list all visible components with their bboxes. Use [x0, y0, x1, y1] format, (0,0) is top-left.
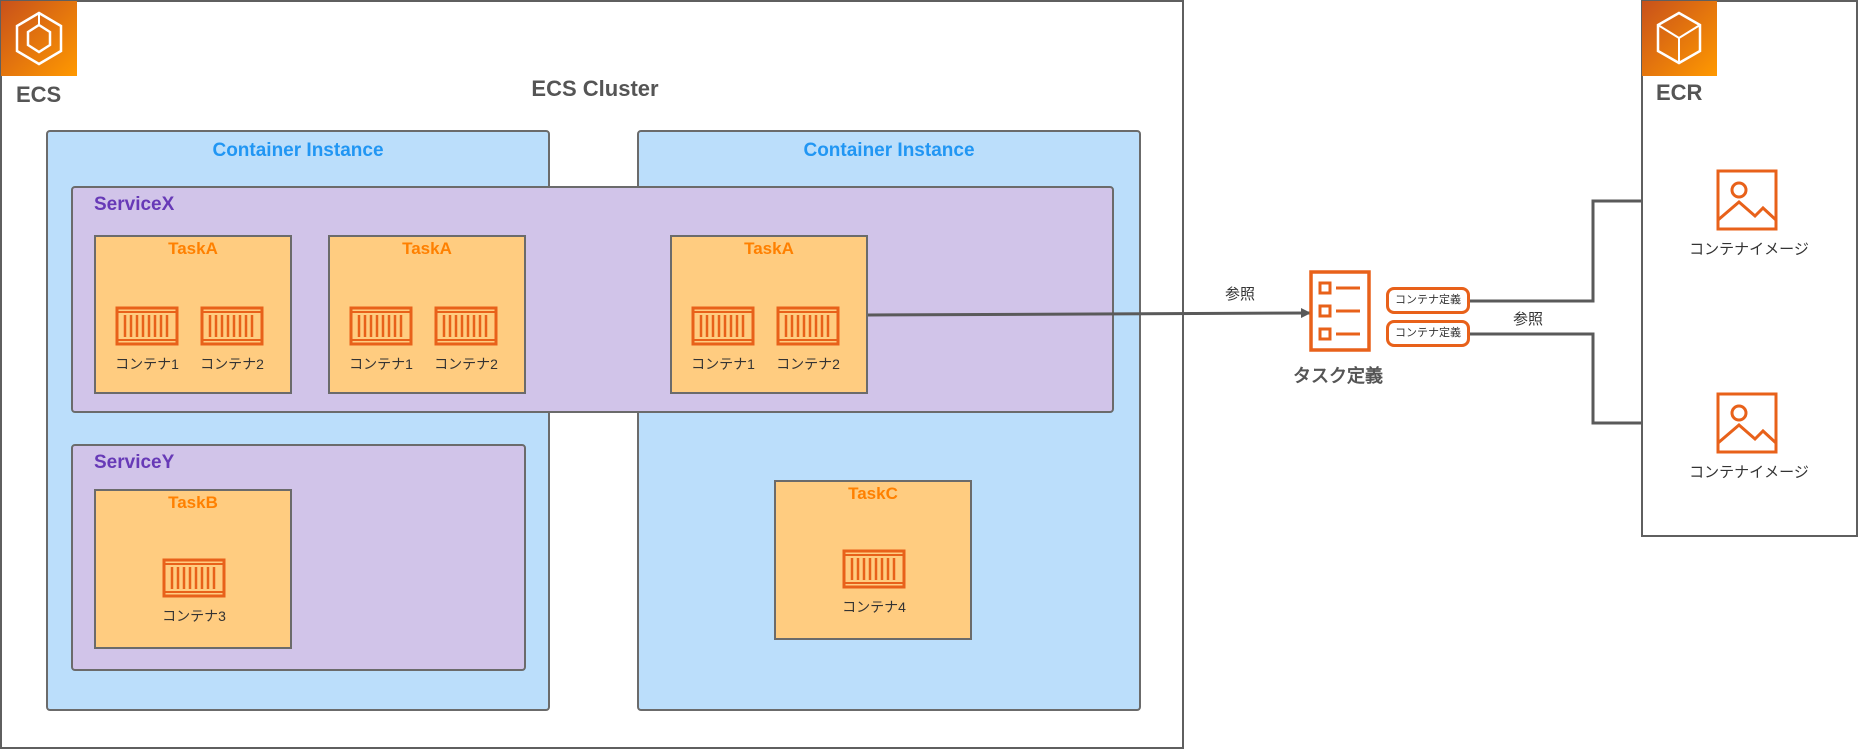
ecr-frame — [1641, 0, 1858, 537]
container-definition-2: コンテナ定義 — [1386, 320, 1470, 347]
container-definition-1: コンテナ定義 — [1386, 287, 1470, 314]
container-label: コンテナ4 — [842, 599, 906, 615]
container-label: コンテナ1 — [349, 356, 413, 372]
container-label: コンテナ2 — [434, 356, 498, 372]
task-title: TaskB — [168, 493, 218, 512]
task-a-1: TaskA コンテナ1 コンテナ2 — [94, 235, 292, 394]
ecs-cluster-title: ECS Cluster — [531, 76, 659, 101]
container-3: コンテナ3 — [159, 557, 229, 626]
container-label: コンテナ3 — [162, 608, 226, 624]
ecs-label: ECS — [16, 82, 62, 107]
task-definition-label: タスク定義 — [1293, 366, 1383, 386]
container-4: コンテナ4 — [839, 548, 909, 617]
container-instance-title: Container Instance — [803, 140, 975, 161]
container-1: コンテナ1 — [346, 305, 416, 374]
container-image-1 — [1715, 168, 1781, 234]
reference-arrow — [867, 308, 1311, 319]
container-image-label-1: コンテナイメージ — [1689, 241, 1809, 258]
service-x-title: ServiceX — [94, 194, 175, 215]
task-title: TaskA — [168, 239, 218, 258]
task-title: TaskA — [402, 239, 452, 258]
task-title: TaskC — [848, 484, 898, 503]
container-1: コンテナ1 — [688, 305, 758, 374]
container-image-icon — [1715, 391, 1779, 455]
container-label: コンテナ1 — [691, 356, 755, 372]
container-2: コンテナ2 — [431, 305, 501, 374]
task-a-3: TaskA コンテナ1 コンテナ2 — [670, 235, 868, 394]
container-2: コンテナ2 — [197, 305, 267, 374]
reference-label: 参照 — [1225, 286, 1256, 303]
task-definition-icon — [1308, 269, 1374, 355]
reference-label-2: 参照 — [1513, 311, 1544, 328]
task-a-2: TaskA コンテナ1 コンテナ2 — [328, 235, 526, 394]
task-title: TaskA — [744, 239, 794, 258]
task-b: TaskB コンテナ3 — [94, 489, 292, 649]
task-c: TaskC コンテナ4 — [774, 480, 972, 640]
container-1: コンテナ1 — [112, 305, 182, 374]
container-label: コンテナ2 — [200, 356, 264, 372]
service-y-title: ServiceY — [94, 452, 175, 473]
container-label: コンテナ1 — [115, 356, 179, 372]
container-label: コンテナ2 — [776, 356, 840, 372]
container-2: コンテナ2 — [773, 305, 843, 374]
container-image-2 — [1715, 391, 1781, 457]
container-image-label-2: コンテナイメージ — [1689, 464, 1809, 481]
container-image-icon — [1715, 168, 1779, 232]
ecs-logo-icon — [1, 1, 77, 76]
ecr-logo-icon — [1642, 1, 1717, 76]
ecr-label: ECR — [1656, 80, 1703, 105]
container-instance-title: Container Instance — [212, 140, 384, 161]
